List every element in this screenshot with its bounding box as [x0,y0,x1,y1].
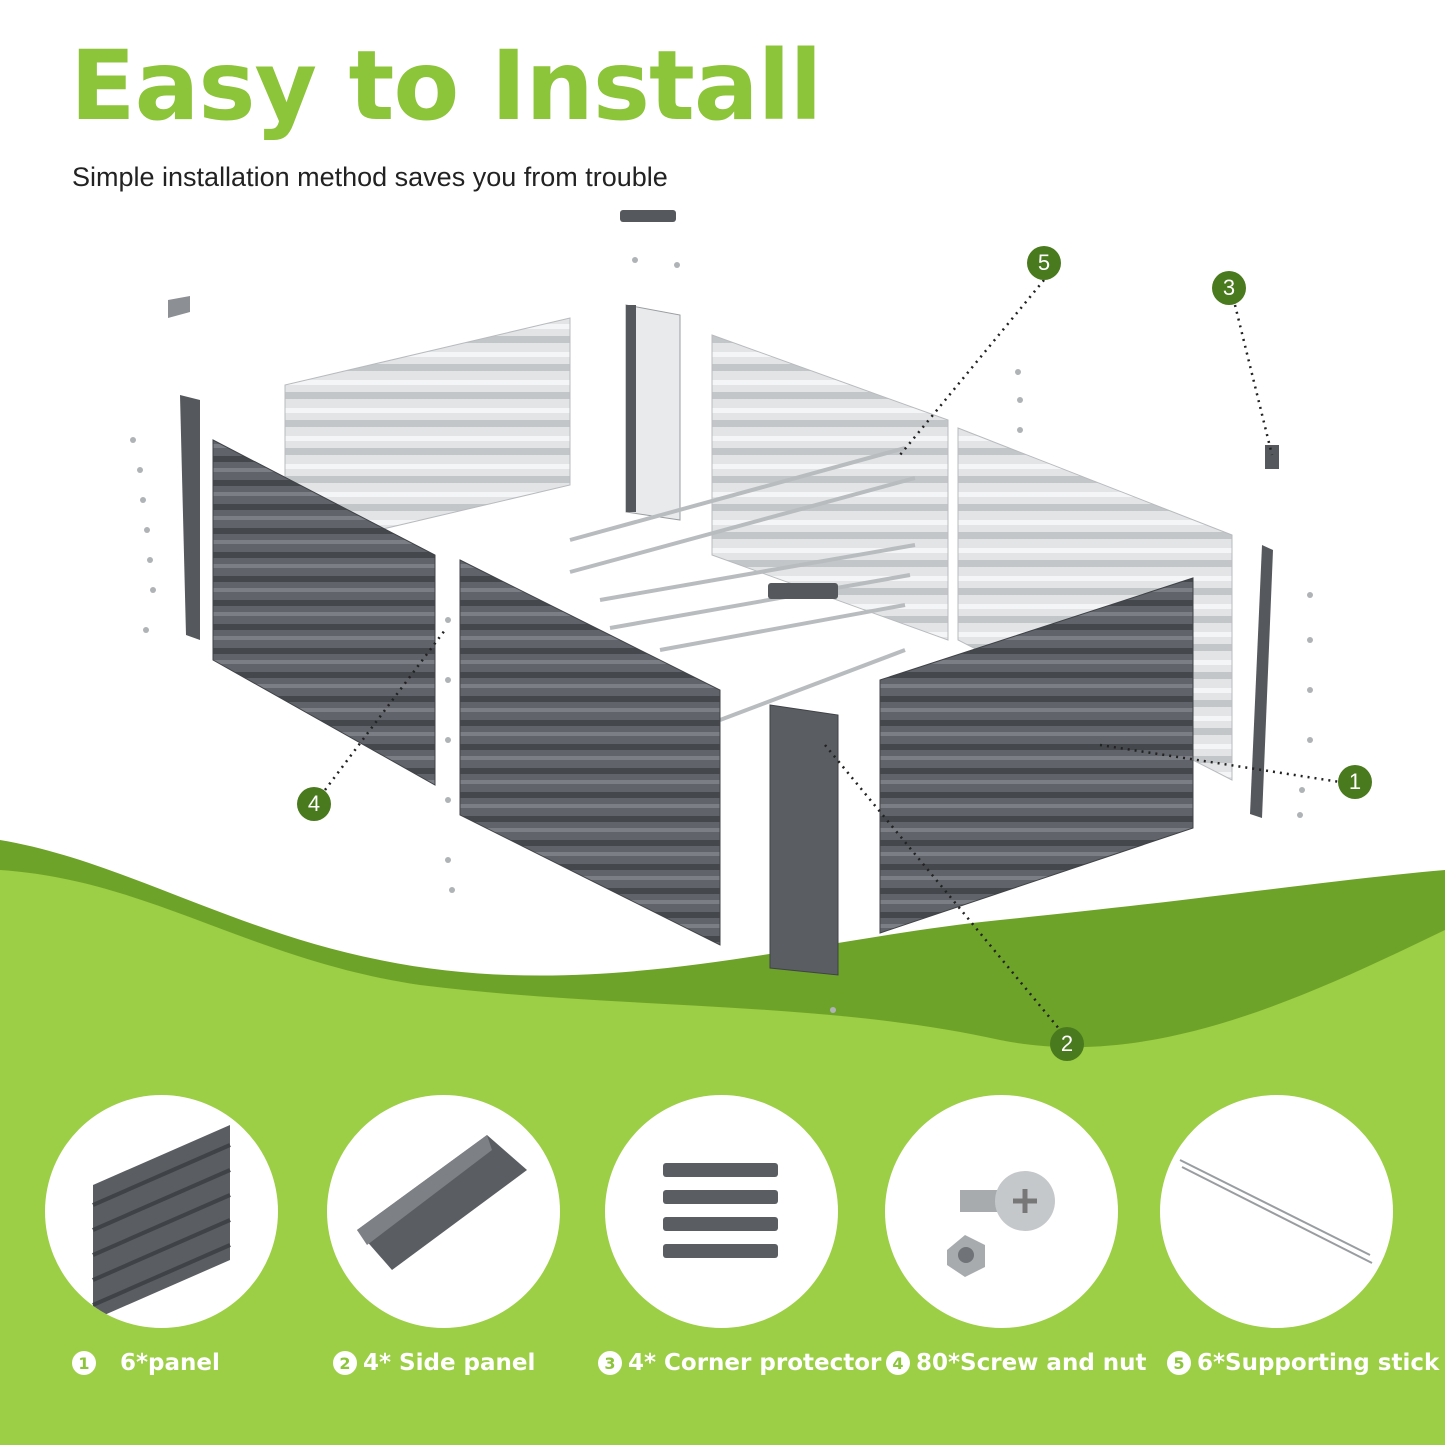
part-label-1: 1 6*panel [72,1350,220,1376]
part-number: 2 [333,1351,357,1375]
part-number: 3 [598,1351,622,1375]
right-side-post [1250,545,1273,818]
page-subtitle: Simple installation method saves you fro… [72,162,668,192]
part-label-text: 6*Supporting stick [1197,1350,1440,1376]
support-sticks [569,446,916,722]
callout-4: 4 [297,787,331,821]
part-number: 5 [1167,1351,1191,1375]
callout-3: 3 [1212,271,1246,305]
part-number: 1 [72,1351,96,1375]
part-screw-nut-image [885,1095,1118,1328]
part-label-text: 6*panel [120,1350,220,1376]
part-label-3: 3 4* Corner protector [598,1350,881,1376]
front-corner-post [769,704,839,976]
callout-5: 5 [1027,246,1061,280]
part-label-text: 4* Side panel [363,1350,536,1376]
left-side-post [180,395,200,640]
part-label-2: 2 4* Side panel [333,1350,535,1376]
part-label-text: 80*Screw and nut [916,1350,1147,1376]
part-label-5: 5 6*Supporting stick [1167,1350,1439,1376]
callout-1: 1 [1338,765,1372,799]
page-title: Easy to Install [70,30,822,142]
front-mid-panel [459,559,721,946]
callout-2: 2 [1050,1027,1084,1061]
part-panel-image [45,1095,278,1328]
part-supporting-stick-image [1160,1095,1393,1328]
back-right-panel-1 [711,334,949,641]
part-corner-protector-image [605,1095,838,1328]
front-left-panel [212,439,436,786]
part-label-4: 4 80*Screw and nut [886,1350,1147,1376]
part-number: 4 [886,1351,910,1375]
part-label-text: 4* Corner protector [628,1350,882,1376]
front-right-panel [879,577,1194,934]
part-side-panel-image [327,1095,560,1328]
